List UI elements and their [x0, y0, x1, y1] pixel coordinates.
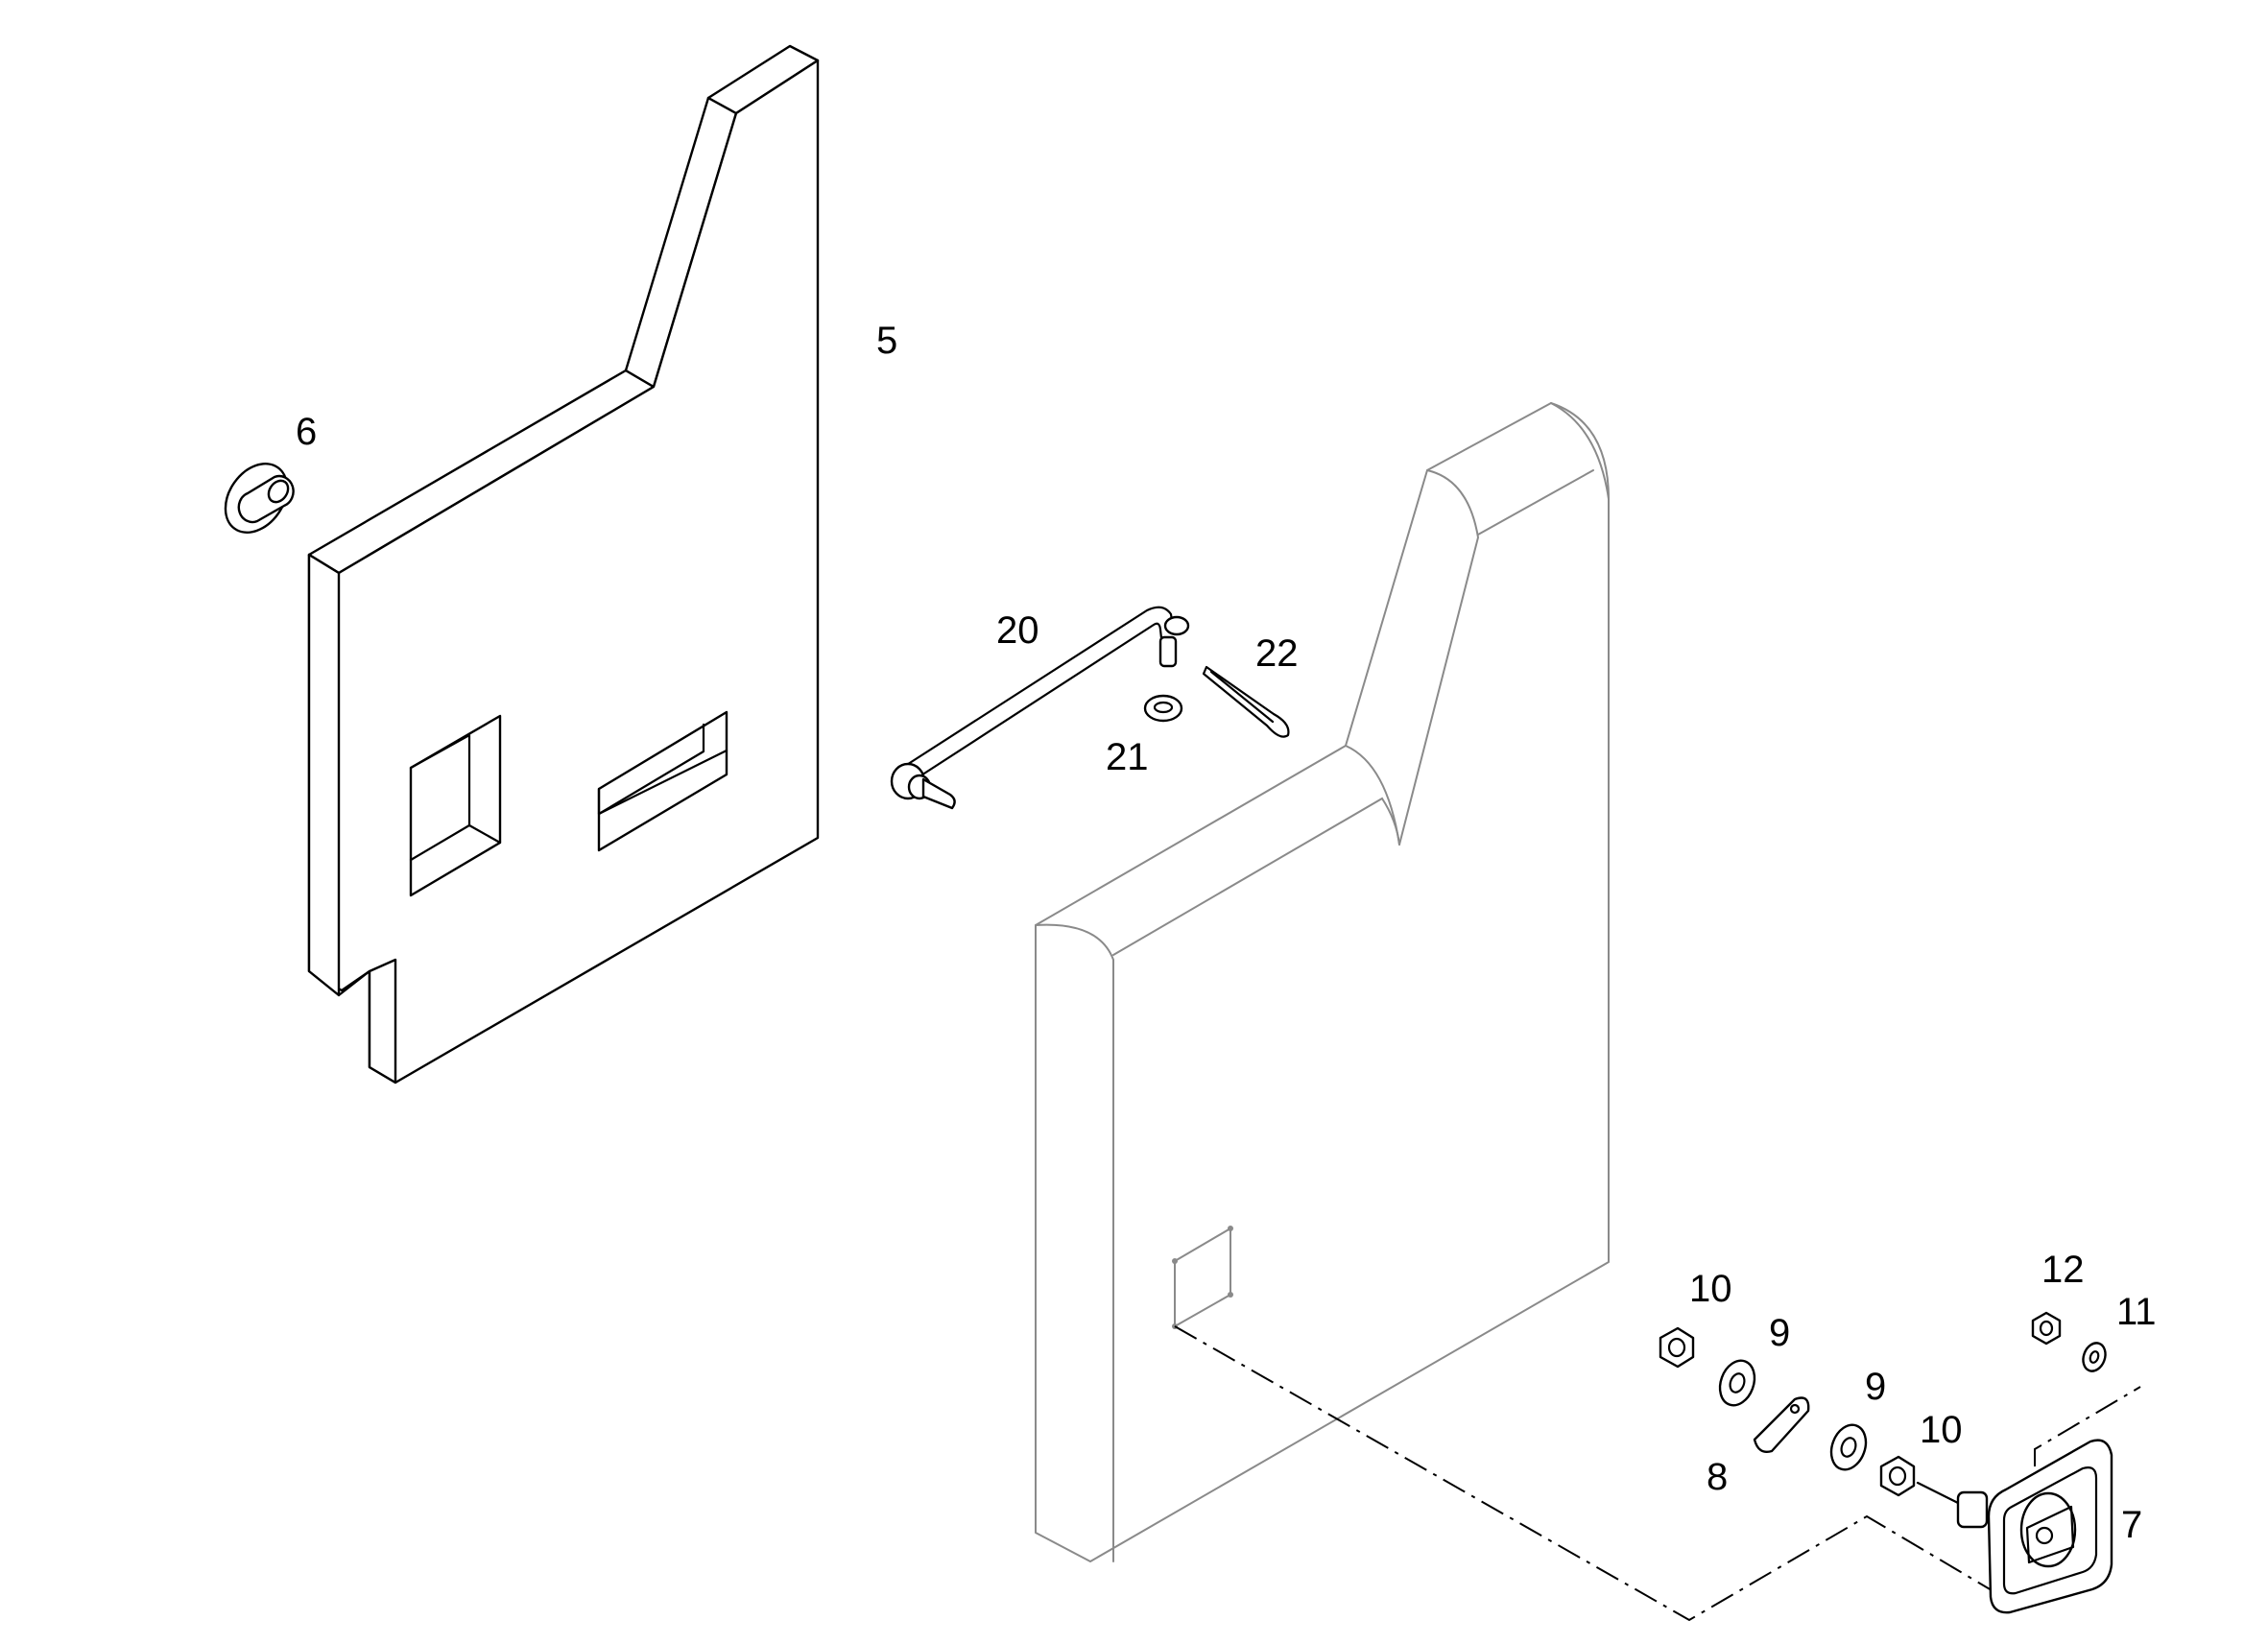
washer-part-9-lower: [1829, 1423, 1868, 1471]
callout-22: 22: [1255, 632, 1299, 675]
nut-part-10-lower: [1879, 1455, 1916, 1497]
callout-20: 20: [996, 609, 1039, 652]
callout-10-upper: 10: [1689, 1268, 1732, 1310]
callout-5: 5: [876, 320, 897, 362]
housing-panel: [1035, 402, 1610, 1562]
rod-part-20: [890, 606, 1190, 810]
leader-line-latch-to-12: [2034, 1386, 2141, 1466]
callout-9-upper: 9: [1769, 1312, 1790, 1354]
callout-8: 8: [1707, 1456, 1728, 1498]
callout-12: 12: [2041, 1249, 2085, 1291]
washer-part-9-upper: [1718, 1359, 1756, 1407]
cam-part-8: [1753, 1396, 1810, 1453]
cotter-pin-part-22: [1202, 665, 1290, 738]
callout-10-lower: 10: [1920, 1409, 1963, 1451]
callout-6: 6: [296, 411, 317, 453]
panel-part-5: [307, 44, 820, 1084]
lock-washer-part-11: [2082, 1342, 2107, 1372]
callout-7: 7: [2121, 1504, 2142, 1546]
leader-line-plate-to-latch: [1174, 1325, 1997, 1622]
nut-part-12: [2031, 1311, 2062, 1346]
nut-part-10-upper: [1659, 1326, 1695, 1369]
bushing-part-6: [224, 463, 295, 534]
callout-21: 21: [1106, 736, 1149, 778]
latch-part-7: [1916, 1439, 2113, 1614]
washer-part-21: [1143, 694, 1183, 723]
callout-9-lower: 9: [1865, 1366, 1886, 1408]
callout-11: 11: [2116, 1291, 2157, 1333]
